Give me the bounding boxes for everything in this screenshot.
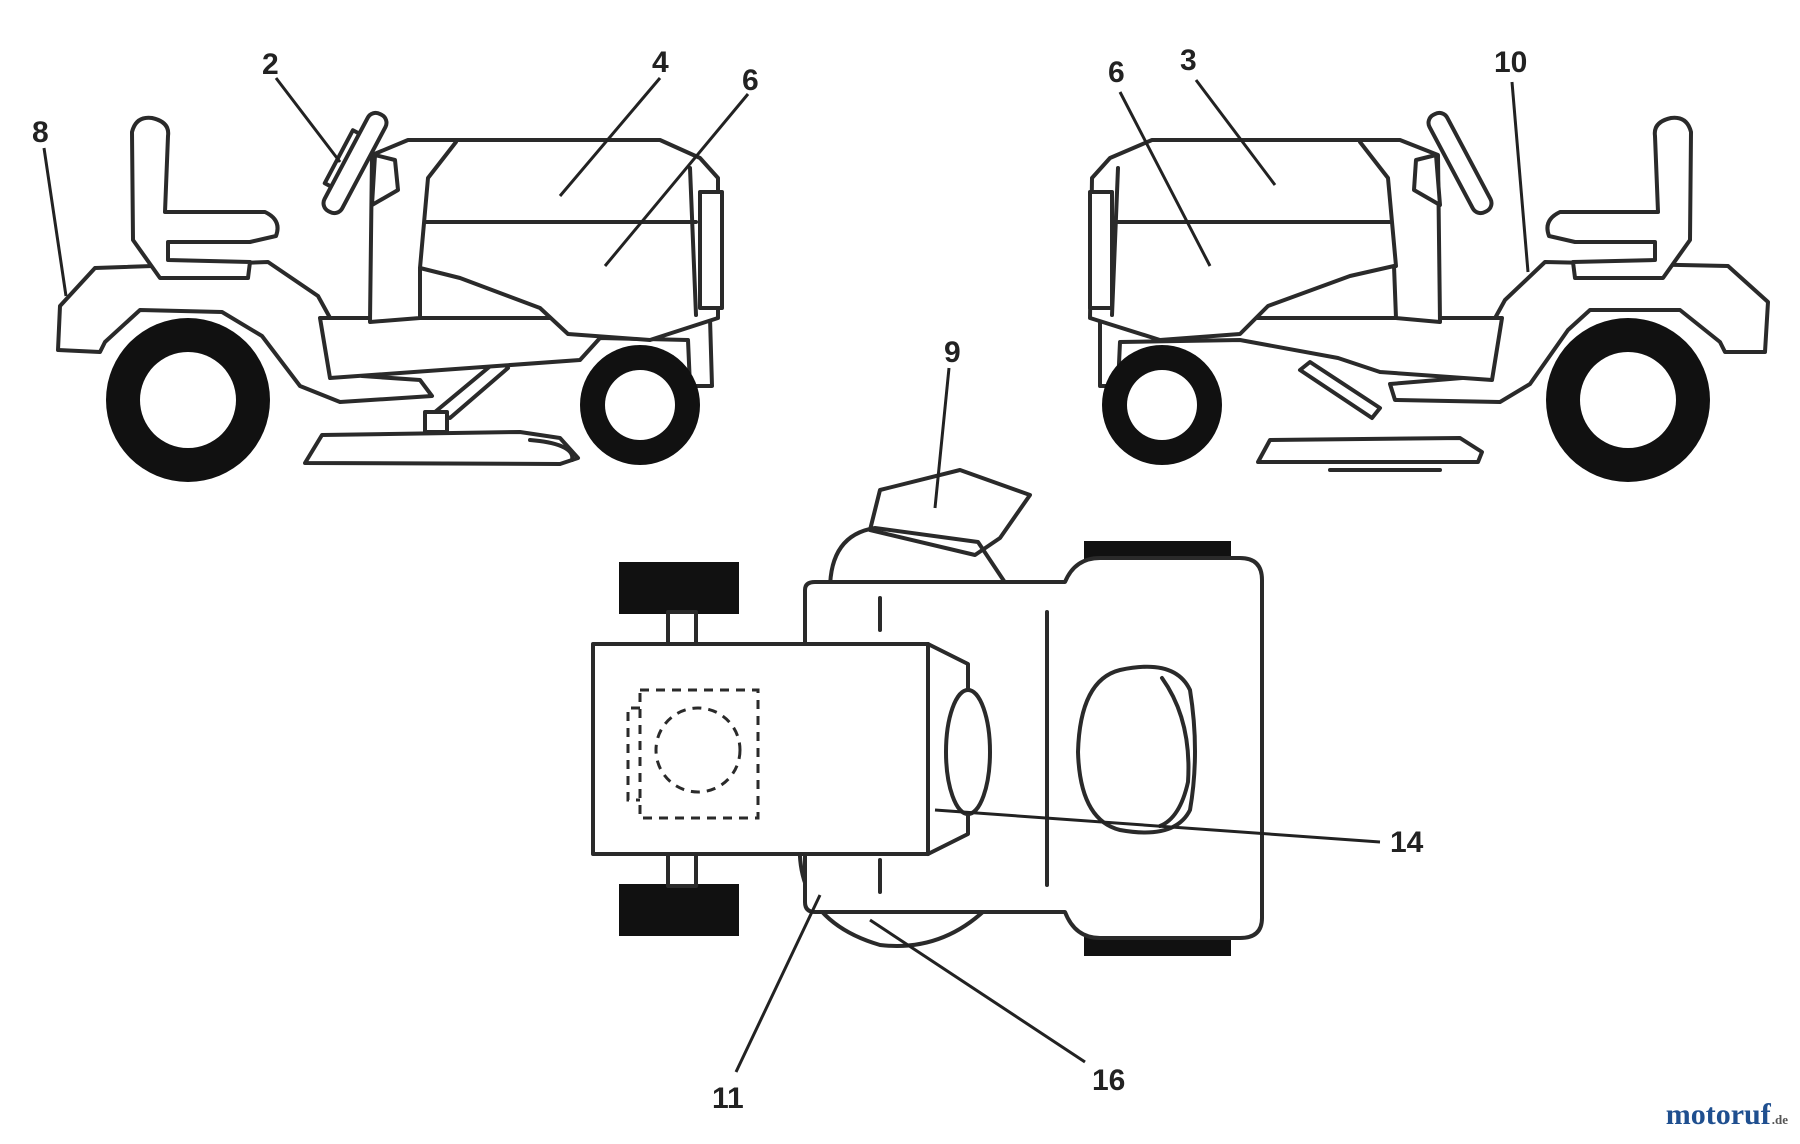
right-hood (1088, 138, 1442, 342)
leader-14 (934, 808, 1381, 844)
leader-16 (869, 918, 1086, 1064)
callout-6-left: 6 (742, 64, 759, 97)
leader-lines (42, 77, 1530, 1073)
left-grille (698, 190, 724, 310)
tractor-right-side-view (1088, 110, 1770, 482)
callout-16: 16 (1092, 1064, 1125, 1097)
leader-10 (1510, 81, 1530, 273)
left-steering-wheel (321, 110, 389, 216)
leader-6-left (603, 93, 750, 267)
leader-4 (558, 77, 662, 197)
right-grille (1088, 190, 1114, 310)
right-mower-deck (1256, 436, 1484, 464)
top-seat (1076, 664, 1197, 835)
callout-3: 3 (1180, 44, 1197, 77)
callout-2: 2 (262, 48, 279, 81)
leader-9 (933, 367, 951, 509)
tractor-top-view (591, 468, 1264, 956)
tractor-left-side-view (56, 110, 724, 482)
top-discharge-chute (868, 468, 1032, 557)
leader-8 (42, 147, 68, 297)
callout-10: 10 (1494, 46, 1527, 79)
watermark-name: motoruf (1665, 1098, 1771, 1131)
watermark-tld: .de (1771, 1112, 1788, 1127)
leader-3 (1194, 79, 1277, 186)
callout-11: 11 (712, 1082, 744, 1115)
watermark-logo: motoruf.de (1666, 1098, 1788, 1132)
top-front-tire-upper (619, 562, 739, 614)
top-dash-panel (944, 688, 992, 816)
leader-2 (274, 77, 342, 163)
top-engine-outline (638, 688, 760, 820)
top-front-tire-lower (619, 884, 739, 936)
left-hood (368, 138, 720, 342)
callout-6-right: 6 (1108, 56, 1125, 89)
callout-numbers: 2 4 6 8 6 3 10 9 14 11 16 (32, 44, 1527, 1115)
callout-9: 9 (944, 336, 961, 369)
callout-4: 4 (652, 46, 669, 79)
right-deck-lift-bar (1298, 360, 1382, 420)
callout-8: 8 (32, 116, 49, 149)
right-steering-wheel (1426, 110, 1494, 216)
left-seat (130, 115, 280, 280)
leader-6-right (1118, 91, 1212, 267)
top-hood (591, 642, 930, 856)
callout-14: 14 (1390, 826, 1424, 859)
leader-11 (734, 894, 822, 1073)
right-seat (1545, 115, 1693, 280)
left-mower-deck (303, 430, 580, 466)
